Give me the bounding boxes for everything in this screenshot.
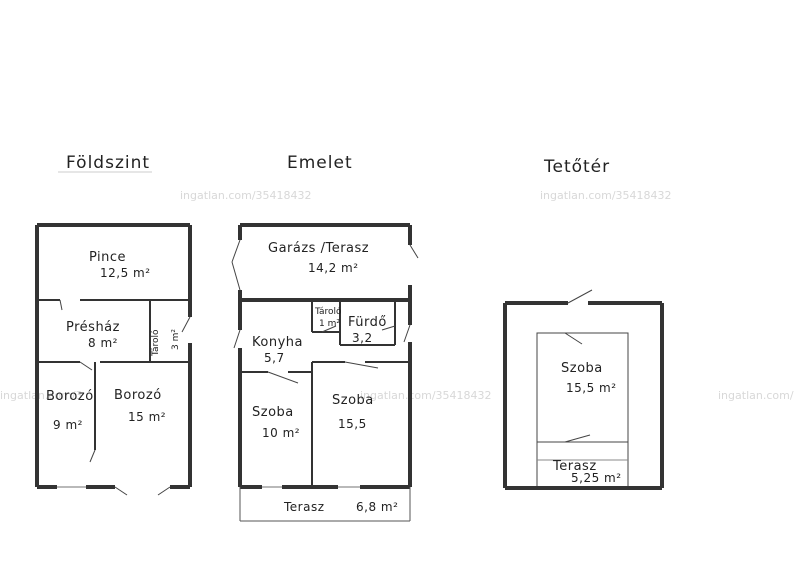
room-pince-area: 12,5 m² [100,266,151,280]
attic-outer-walls [503,301,664,490]
ground-outer-walls [35,223,192,489]
room-preshaz-area: 8 m² [88,336,118,350]
watermark-center: ingatlan.com/35418432 [360,389,492,402]
room-borozo-small-name: Borozó [46,389,94,404]
watermarks: ingatlan.com/35418432 ingatlan.com/35418… [0,189,794,402]
room-tarolo-area: 3 m² [171,329,181,350]
room-tarolo-area: 1 m² [319,319,340,329]
first-floor-plan: Emelet [231,153,419,522]
attic-floor-title: Tetőtér [543,157,610,177]
attic-floor-plan: Tetőtér Szoba 15,5 m² Terasz 5,25 m² [503,157,664,490]
first-terrace-outline [239,487,411,522]
room-furdo-area: 3,2 [352,331,373,345]
room-tarolo-name: Tároló [150,329,161,357]
room-garazs-area: 14,2 m² [308,261,359,275]
room-borozo-large-area: 15 m² [128,410,166,424]
room-szoba-large-area: 15,5 [338,417,367,431]
room-attic-terasz-name: Terasz [552,459,597,474]
watermark-left-edge: ingatlan.com/3 [0,389,83,402]
room-terasz-area: 6,8 m² [356,500,398,514]
room-konyha-name: Konyha [252,335,303,350]
room-garazs-name: Garázs /Terasz [268,241,369,256]
room-furdo-name: Fürdő [348,315,387,330]
room-attic-szoba-area: 15,5 m² [566,381,617,395]
room-szoba-small-name: Szoba [252,405,294,420]
ground-inner-walls [37,299,190,450]
room-preshaz-name: Présház [66,320,120,335]
watermark-ground: ingatlan.com/35418432 [180,189,312,202]
room-terasz-name: Terasz [283,500,325,514]
first-floor-title: Emelet [287,153,353,173]
attic-doors [564,289,593,443]
ground-doors [57,299,191,496]
room-szoba-large-name: Szoba [332,393,374,408]
room-attic-terasz-area: 5,25 m² [571,471,622,485]
room-borozo-small-area: 9 m² [53,418,83,432]
ground-floor-title: Földszint [66,153,150,173]
room-konyha-area: 5,7 [264,351,285,365]
first-inner-walls [240,300,410,487]
attic-inner-walls [536,332,629,486]
watermark-attic: ingatlan.com/35418432 [540,189,672,202]
watermark-right-edge: ingatlan.com/ [718,389,794,402]
room-tarolo-name: Tároló [314,306,342,317]
room-attic-szoba-name: Szoba [561,361,603,376]
first-doors [231,239,419,488]
room-borozo-large-name: Borozó [114,388,162,403]
room-pince-name: Pince [89,250,126,265]
first-outer-walls [238,223,412,489]
ground-floor-plan: Földszint [35,153,192,496]
room-szoba-small-area: 10 m² [262,426,300,440]
